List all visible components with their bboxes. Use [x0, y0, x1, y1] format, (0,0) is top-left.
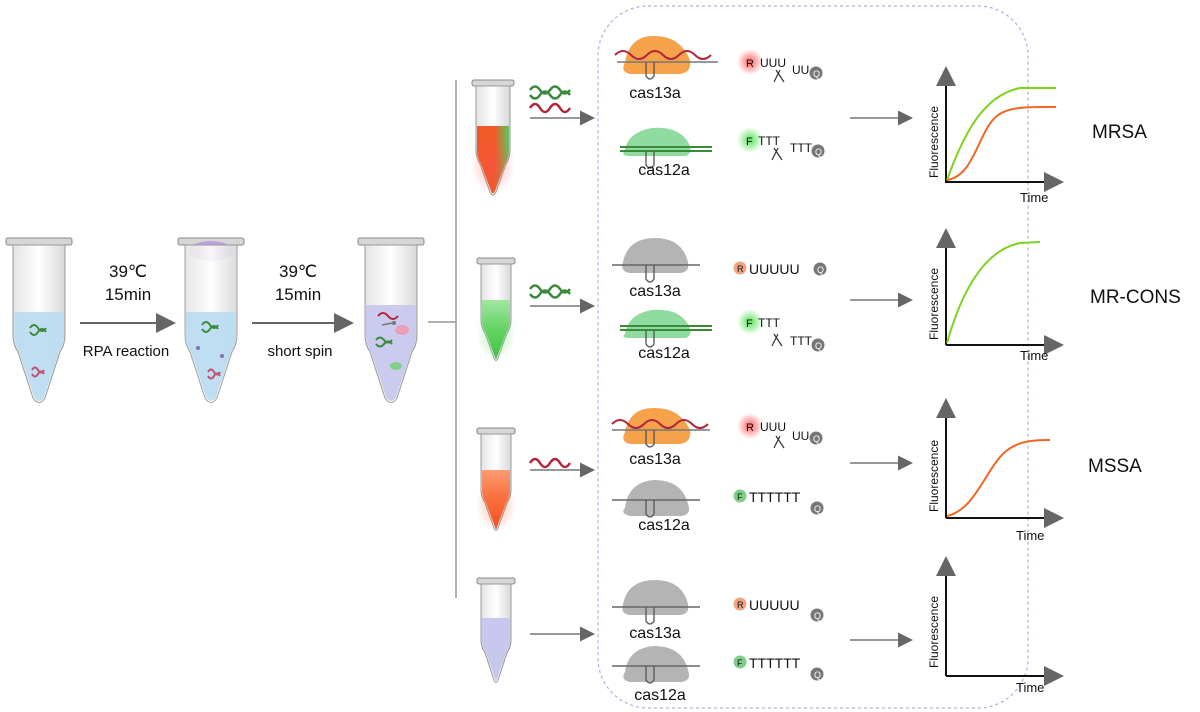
- curve-orange-mssa: [946, 439, 1051, 517]
- svg-text:UUUUU: UUUUU: [749, 597, 800, 613]
- svg-text:UUU: UUU: [760, 56, 786, 70]
- cas12a-label-mrsa: cas12a: [638, 162, 690, 179]
- row-negative: cas13a R UUUUU Q cas12a F TTTTTT Q: [476, 577, 913, 704]
- plot-ylabel-mrsa: Fluorescence: [927, 106, 941, 178]
- svg-text:F: F: [746, 318, 753, 330]
- svg-text:F: F: [737, 492, 743, 502]
- row-mrcons: cas13a R UUUUU Q cas12a F TTT TTT Q: [476, 238, 913, 362]
- svg-text:UU: UU: [792, 429, 809, 443]
- tube-mssa: [476, 427, 516, 531]
- svg-text:TTTTTT: TTTTTT: [749, 489, 801, 505]
- svg-text:TTTTTT: TTTTTT: [749, 655, 801, 671]
- row-mssa: cas13a R UUU UU Q cas12a F TTTTTT Q: [476, 407, 913, 534]
- svg-text:TTT: TTT: [758, 316, 781, 330]
- step1-label: RPA reaction: [83, 343, 169, 360]
- curve-green-mrcons: [946, 241, 1041, 344]
- svg-text:R: R: [746, 58, 754, 70]
- cas13a-active-mssa: [611, 407, 710, 448]
- targets-mrcons: [528, 284, 572, 299]
- row-mrsa: cas13a R UUU UU Q cas12a F TTT TTT Q: [471, 35, 913, 196]
- plot-mssa: Fluorescence Time: [927, 398, 1064, 543]
- curve-green-mrsa: [946, 87, 1056, 181]
- plot-mrsa: Fluorescence Time: [927, 66, 1064, 205]
- plot-mrcons: Fluorescence Time: [927, 228, 1064, 363]
- result-mrsa: MRSA: [1092, 122, 1147, 143]
- tube-1: [5, 237, 73, 403]
- rna-reporter-intact-negative: R UUUUU Q: [733, 597, 824, 622]
- rna-reporter-cleaved-mrsa: R UUU UU Q: [737, 49, 823, 83]
- plot-ylabel-mssa: Fluorescence: [927, 440, 941, 512]
- tube-mrcons: [476, 257, 516, 361]
- step1-temp: 39℃: [109, 262, 147, 281]
- targets-mrsa: [528, 85, 572, 114]
- curve-orange-mrsa: [946, 105, 1057, 181]
- tube-2: [177, 237, 245, 403]
- step1-time: 15min: [105, 285, 151, 304]
- targets-mssa: [528, 457, 572, 469]
- svg-text:Q: Q: [814, 670, 821, 680]
- cas12a-inactive-mssa: [612, 480, 700, 518]
- step2-time: 15min: [275, 285, 321, 304]
- cas12a-inactive-negative: [612, 646, 700, 684]
- cas13a-active-mrsa: [614, 35, 718, 80]
- svg-text:R: R: [737, 600, 744, 610]
- plot-xlabel-mssa: Time: [1016, 528, 1044, 543]
- plot-ylabel-negative: Fluorescence: [927, 596, 941, 668]
- svg-text:F: F: [737, 658, 743, 668]
- dna-reporter-intact-mssa: F TTTTTT Q: [733, 489, 824, 515]
- svg-text:UUU: UUU: [760, 420, 786, 434]
- tube-negative: [476, 577, 516, 683]
- cas13a-label-mrsa: cas13a: [629, 85, 681, 102]
- svg-text:TTT: TTT: [758, 134, 781, 148]
- plot-xlabel-negative: Time: [1016, 680, 1044, 695]
- svg-text:Q: Q: [813, 69, 820, 79]
- cas12a-label-mssa: cas12a: [638, 517, 690, 534]
- dna-reporter-cleaved-mrsa: F TTT TTT Q: [737, 127, 825, 161]
- cas12a-label-negative: cas12a: [634, 687, 686, 704]
- rna-reporter-intact-mrcons: R UUUUU Q: [733, 261, 827, 277]
- step2-label: short spin: [267, 343, 332, 360]
- step2-temp: 39℃: [279, 262, 317, 281]
- svg-text:Q: Q: [814, 611, 821, 621]
- dna-reporter-cleaved-mrcons: F TTT TTT Q: [737, 309, 825, 352]
- cas12a-active-mrcons: [620, 309, 712, 348]
- svg-text:TTT: TTT: [790, 334, 813, 348]
- svg-text:F: F: [746, 136, 753, 148]
- rna-reporter-cleaved-mssa: R UUU UU Q: [737, 413, 823, 449]
- cas12a-label-mrcons: cas12a: [638, 345, 690, 362]
- svg-text:TTT: TTT: [790, 141, 813, 155]
- svg-text:Q: Q: [813, 434, 820, 444]
- cas13a-inactive-mrcons: [612, 238, 700, 283]
- result-mssa: MSSA: [1088, 456, 1142, 477]
- plot-negative: Fluorescence Time: [927, 556, 1064, 695]
- tube-3: [357, 237, 425, 403]
- dna-reporter-intact-negative: F TTTTTT Q: [733, 655, 824, 681]
- svg-text:Q: Q: [817, 265, 824, 275]
- result-mrcons: MR-CONS: [1090, 287, 1181, 308]
- reaction-panel: [597, 5, 1029, 709]
- cas13a-label-mssa: cas13a: [629, 451, 681, 468]
- tube-mrsa: [471, 79, 515, 196]
- plot-ylabel-mrcons: Fluorescence: [927, 268, 941, 340]
- svg-text:Q: Q: [814, 504, 821, 514]
- plot-xlabel-mrcons: Time: [1020, 348, 1048, 363]
- svg-text:Q: Q: [815, 147, 822, 157]
- cas12a-active-mrsa: [620, 127, 712, 169]
- cas13a-label-mrcons: cas13a: [629, 283, 681, 300]
- svg-text:UUUUU: UUUUU: [749, 261, 800, 277]
- svg-text:R: R: [737, 264, 744, 274]
- svg-text:UU: UU: [792, 63, 809, 77]
- cas13a-inactive-negative: [612, 580, 700, 625]
- cas13a-label-negative: cas13a: [629, 625, 681, 642]
- svg-text:Q: Q: [815, 341, 822, 351]
- plot-xlabel-mrsa: Time: [1020, 190, 1048, 205]
- svg-text:R: R: [746, 422, 754, 434]
